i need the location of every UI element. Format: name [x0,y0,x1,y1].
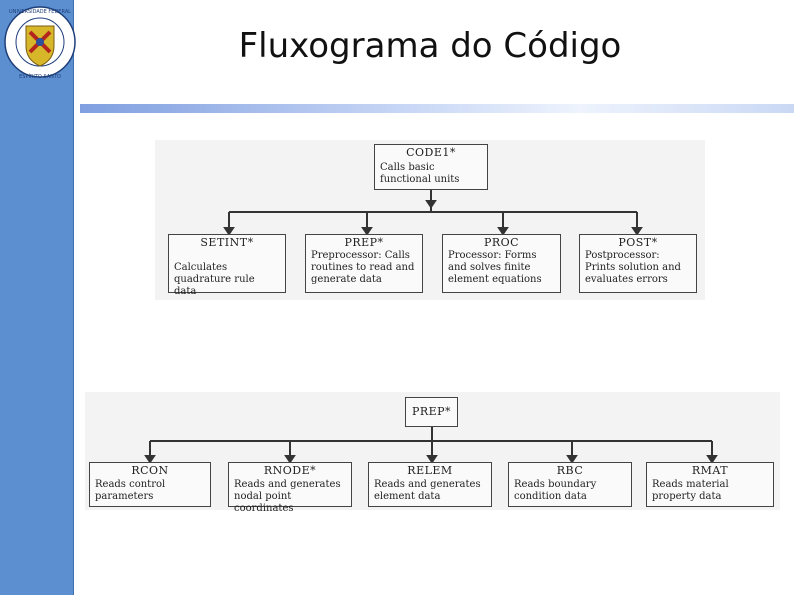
node-rnode: RNODE* Reads and generates nodal point c… [228,462,352,514]
node-post-desc: Postprocessor: Prints solution and evalu… [585,250,681,285]
node-setint-desc: Calculates quadrature rule data [174,262,255,297]
node-relem-desc: Reads and generates element data [374,479,481,502]
node-rcon-name: RCON [131,464,169,477]
node-rmat-desc: Reads material property data [652,479,729,502]
svg-text:UNIVERSIDADE FEDERAL: UNIVERSIDADE FEDERAL [9,9,71,15]
node-code1: CODE1* Calls basic functional units [374,144,488,190]
node-rnode-name: RNODE* [263,464,317,477]
node-proc: PROC Processor: Forms and solves finite … [442,234,561,293]
node-code1-name: CODE1* [406,146,456,159]
node-post: POST* Postprocessor: Prints solution and… [579,234,697,293]
node-setint: SETINT* Calculates quadrature rule data [168,234,286,297]
node-rmat-name: RMAT [691,464,729,477]
node-prep-root-name: PREP* [411,405,452,418]
node-code1-desc: Calls basic functional units [380,162,460,185]
node-rmat: RMAT Reads material property data [646,462,774,507]
node-rcon: RCON Reads control parameters [89,462,211,507]
node-rbc-desc: Reads boundary condition data [514,479,597,502]
node-prep-desc: Preprocessor: Calls routines to read and… [311,250,415,285]
node-prep-name: PREP* [344,236,384,249]
slide-title: Fluxograma do Código [238,26,622,66]
node-relem-name: RELEM [407,464,453,477]
node-rnode-desc: Reads and generates nodal point coordina… [234,479,341,514]
node-rcon-desc: Reads control parameters [95,479,166,502]
node-rbc-name: RBC [556,464,584,477]
node-prep-root: PREP* [405,397,458,427]
node-prep: PREP* Preprocessor: Calls routines to re… [305,234,423,293]
node-post-name: POST* [618,236,658,249]
node-proc-desc: Processor: Forms and solves finite eleme… [448,250,542,285]
sidebar-bar [0,0,74,595]
node-proc-name: PROC [483,236,520,249]
node-setint-name: SETINT* [200,236,254,249]
node-rbc: RBC Reads boundary condition data [508,462,632,507]
node-relem: RELEM Reads and generates element data [368,462,492,507]
svg-text:ESPÍRITO SANTO: ESPÍRITO SANTO [19,73,61,80]
university-crest-logo: UNIVERSIDADE FEDERAL ESPÍRITO SANTO [4,6,76,80]
title-underline-bar [80,104,794,113]
